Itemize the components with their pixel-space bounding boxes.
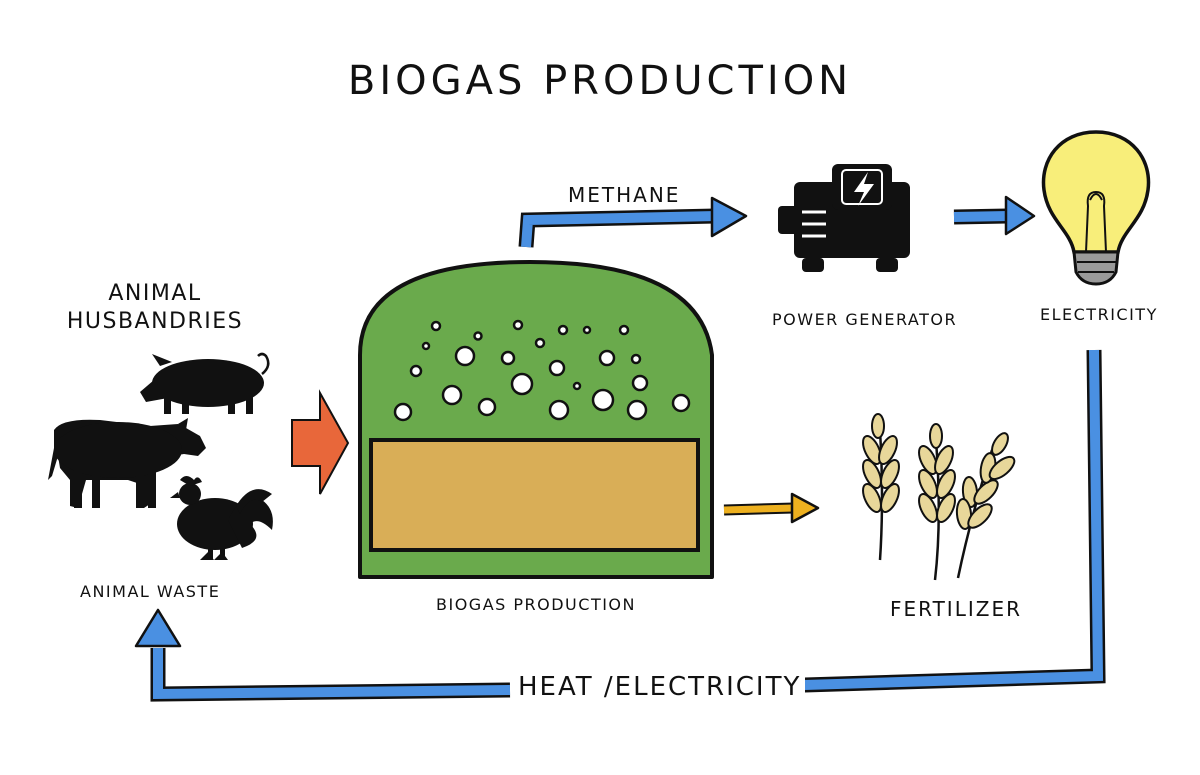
gas-bubbles: [393, 319, 691, 422]
generator-icon: [778, 164, 910, 272]
animal-husbandries-label: ANIMAL HUSBANDRIES: [66, 281, 244, 334]
fertilizer-arrow: [723, 492, 820, 524]
wheat-icon: [862, 413, 1016, 581]
pig-icon: [140, 352, 270, 414]
lightbulb-icon: [1041, 130, 1151, 286]
diagram-title: BIOGAS PRODUCTION: [347, 58, 853, 104]
power-generator-label: POWER GENERATOR: [772, 310, 958, 329]
electricity-arrow: [953, 195, 1036, 236]
heat-electricity-label: HEAT /ELECTRICITY: [514, 672, 806, 702]
fertilizer-label: FERTILIZER: [890, 597, 1022, 621]
rooster-icon: [170, 476, 273, 560]
electricity-label: ELECTRICITY: [1040, 305, 1158, 324]
animal-waste-label: ANIMAL WASTE: [80, 582, 221, 601]
heat-electricity-arrow: [134, 349, 1106, 702]
methane-label: METHANE: [568, 183, 681, 207]
methane-arrow: [518, 196, 748, 248]
input-arrow: [291, 389, 350, 495]
slurry-layer: [369, 438, 700, 552]
digester: [358, 260, 714, 579]
digester-label: BIOGAS PRODUCTION: [436, 595, 636, 614]
cow-icon: [48, 418, 206, 508]
